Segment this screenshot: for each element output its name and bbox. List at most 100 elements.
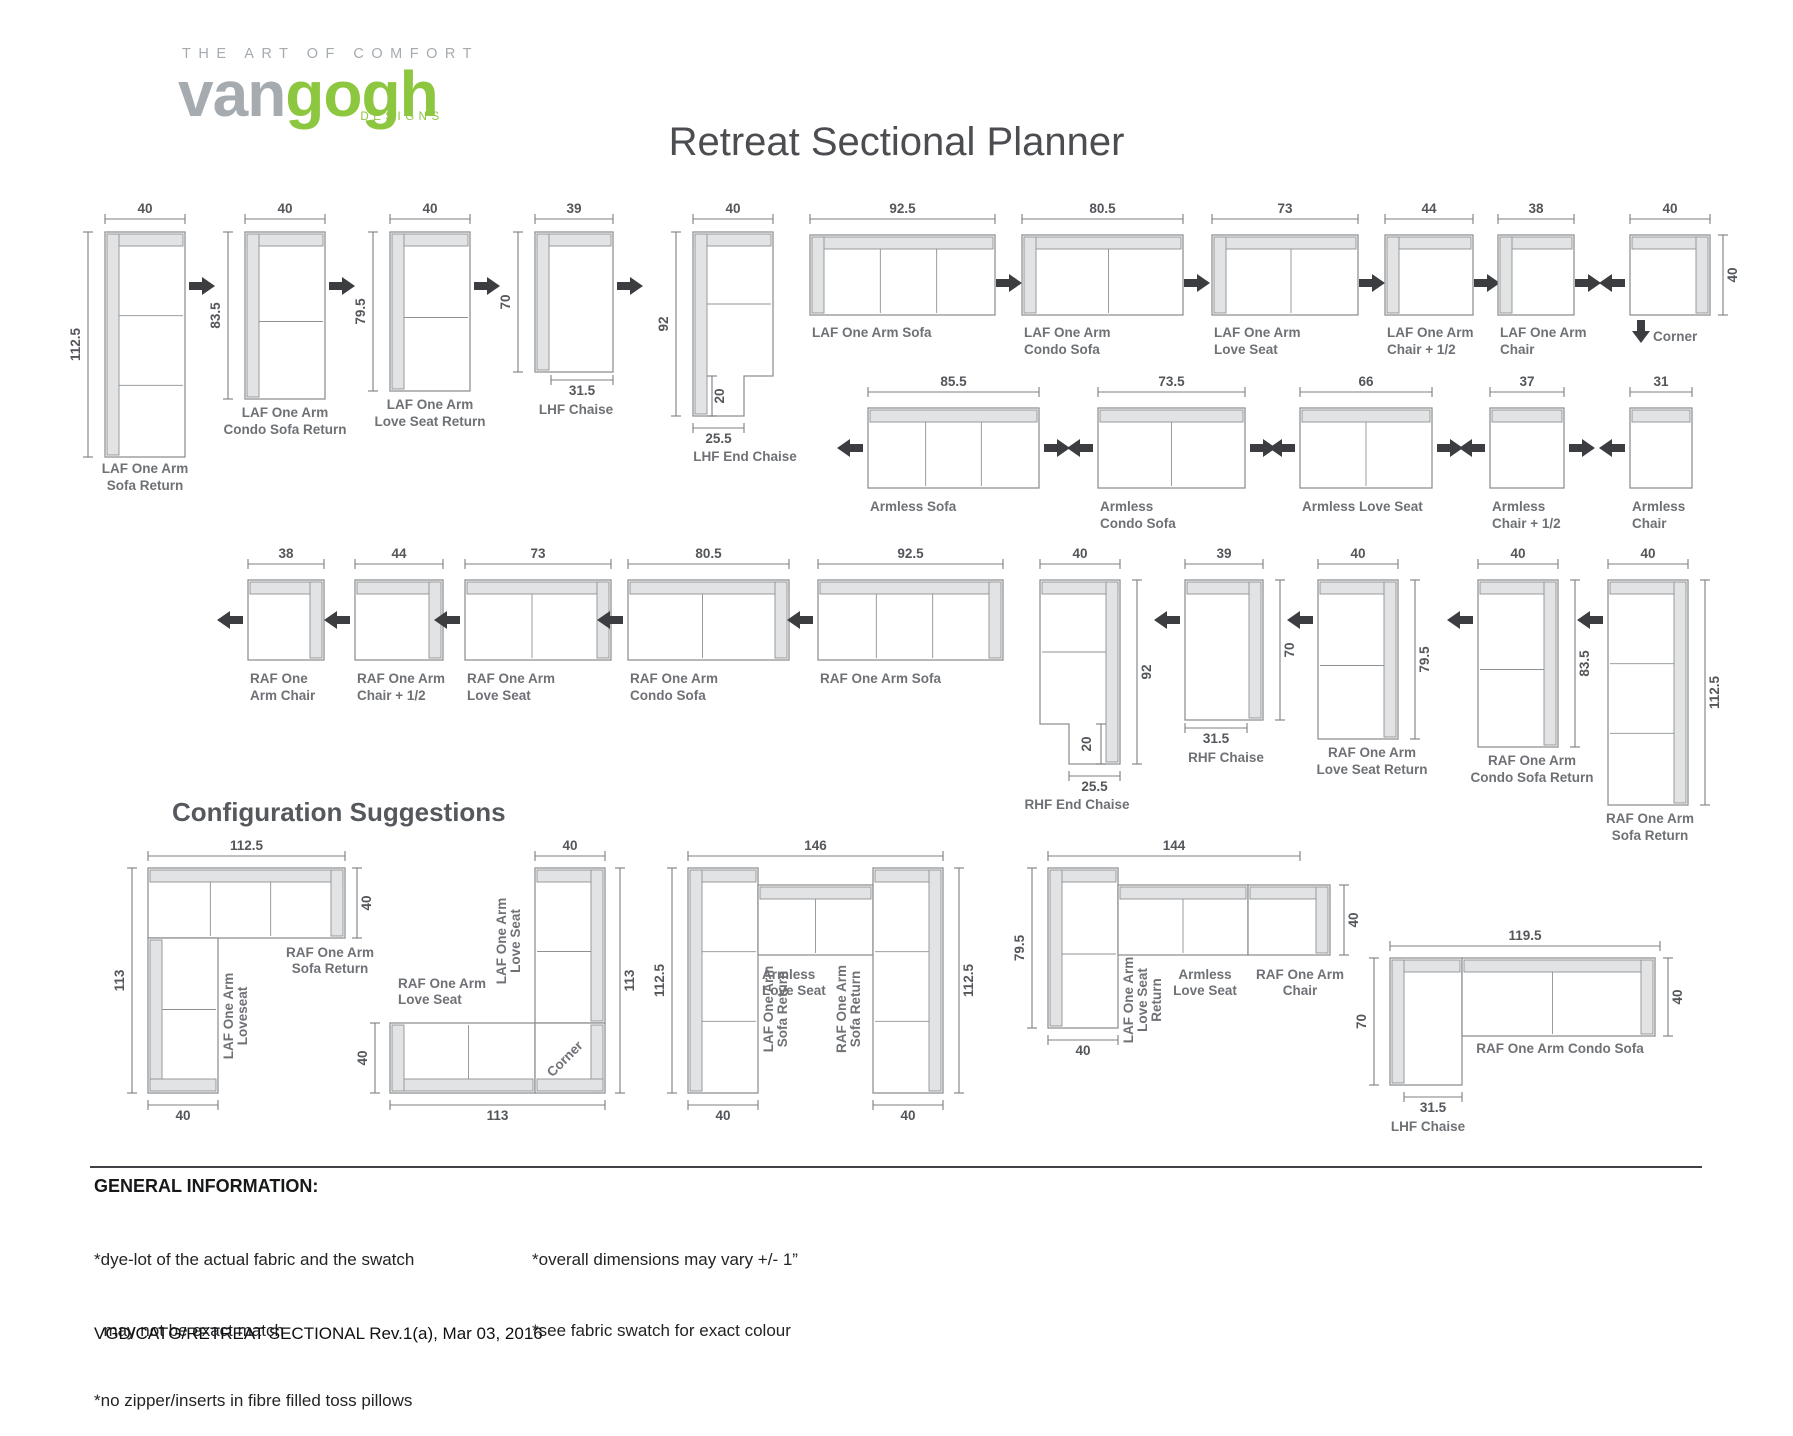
dimension-label: 44	[1421, 201, 1437, 216]
piece-label: Love Seat	[1135, 968, 1150, 1032]
back-arm-band	[590, 869, 604, 1022]
connector-arrow-r	[1437, 439, 1463, 457]
piece-label: Loveseat	[235, 986, 250, 1045]
back-arm-band	[1023, 236, 1037, 314]
back-arm-band	[629, 581, 788, 595]
connector-arrow-l	[1067, 439, 1093, 457]
dimension-label: 112.5	[1707, 675, 1722, 709]
back-arm-band	[330, 869, 344, 937]
connector-arrow-l	[787, 611, 813, 629]
back-arm-band	[1099, 409, 1244, 423]
dimension-label: 31.5	[1420, 1100, 1447, 1115]
dimension-label: 92	[1139, 664, 1154, 679]
piece-label: Condo Sofa	[1024, 342, 1100, 357]
dimension-label: 31.5	[569, 383, 596, 398]
dimension-label: 40	[1725, 267, 1740, 282]
piece-label: LAF One Arm	[1500, 325, 1587, 340]
logo-tagline: THE ART OF COMFORT	[182, 46, 479, 62]
connector-arrow-l	[1447, 611, 1473, 629]
connector-arrow-l	[1459, 439, 1485, 457]
back-arm-band	[1386, 236, 1400, 314]
connector-arrow-r	[474, 277, 500, 295]
piece-label: LAF One Arm	[221, 973, 236, 1060]
logo-designs-label: DESIGNS	[360, 110, 444, 123]
piece-label: Armless	[762, 967, 815, 982]
piece-label: LAF One Arm	[387, 397, 474, 412]
dimension-label: 40	[900, 1108, 915, 1123]
back-arm-band	[1248, 581, 1262, 719]
dimension-label: 39	[566, 201, 581, 216]
connector-arrow-l	[434, 611, 460, 629]
dimension-label: 40	[1662, 201, 1677, 216]
piece-label: LAF One Arm	[1387, 325, 1474, 340]
dimension-label: 40	[1510, 546, 1525, 561]
connector-arrow-r	[1474, 274, 1500, 292]
piece-label: Chair + 1/2	[357, 688, 426, 703]
dimension-label: 40	[359, 895, 374, 910]
piece-label: Condo Sofa Return	[1471, 770, 1594, 785]
piece-label: Chair + 1/2	[1387, 342, 1456, 357]
piece-label: Return	[1149, 978, 1164, 1022]
back-arm-band	[1301, 409, 1431, 423]
piece-label: RHF End Chaise	[1024, 797, 1130, 812]
piece-label: RAF One Arm	[834, 965, 849, 1053]
info-line: *dye-lot of the actual fabric and the sw…	[94, 1250, 415, 1269]
connector-arrow-l	[1154, 611, 1180, 629]
back-arm-band	[391, 1078, 534, 1092]
piece-label: RAF One Arm	[357, 671, 445, 686]
piece-label: RAF One Arm	[286, 945, 374, 960]
dimension-label: 40	[1670, 989, 1685, 1004]
piece-label: LHF End Chaise	[693, 449, 797, 464]
connector-arrow-d	[1632, 320, 1650, 343]
piece-label: Condo Sofa	[1100, 516, 1176, 531]
piece-label: Condo Sofa	[630, 688, 706, 703]
dimension-label: 73	[530, 546, 546, 561]
piece-label: RAF One Arm	[398, 976, 486, 991]
piece-label: Love Seat	[1214, 342, 1278, 357]
back-arm-band	[1673, 581, 1687, 804]
dimension-label: 40	[355, 1050, 370, 1065]
dimension-label: 31.5	[1203, 731, 1230, 746]
connector-arrow-l	[837, 439, 863, 457]
back-arm-band	[819, 581, 1002, 595]
dimension-label: 83.5	[1577, 650, 1592, 677]
dimension-label: 40	[422, 201, 437, 216]
configuration-suggestions-heading: Configuration Suggestions	[172, 797, 506, 827]
dimension-label: 92.5	[897, 546, 924, 561]
general-info-divider	[90, 1166, 1702, 1168]
dimension-label: 80.5	[1089, 201, 1116, 216]
back-arm-band	[356, 581, 442, 595]
dimension-label: 112.5	[652, 963, 667, 997]
back-arm-band	[1383, 581, 1397, 738]
back-arm-band	[1386, 236, 1472, 250]
piece-label: Chair	[1500, 342, 1535, 357]
piece-label: Sofa Return	[848, 971, 863, 1048]
back-arm-band	[391, 233, 405, 390]
piece-label: Love Seat	[467, 688, 531, 703]
page-title: Retreat Sectional Planner	[668, 120, 1125, 164]
piece-label: Love Seat	[1173, 983, 1237, 998]
connector-arrow-r	[1569, 439, 1595, 457]
piece-label: Chair + 1/2	[1492, 516, 1561, 531]
dimension-label: 40	[1640, 546, 1655, 561]
piece-label: Love Seat	[762, 983, 826, 998]
info-line: may not be exact match	[94, 1320, 284, 1340]
back-arm-band	[1049, 869, 1063, 1027]
connector-arrow-r	[1044, 439, 1070, 457]
document-revision-footer: VGD/CATG/RETREAT SECTIONAL Rev.1(a), Mar…	[94, 1324, 543, 1343]
back-arm-band	[1315, 886, 1329, 954]
back-arm-band	[774, 581, 788, 659]
